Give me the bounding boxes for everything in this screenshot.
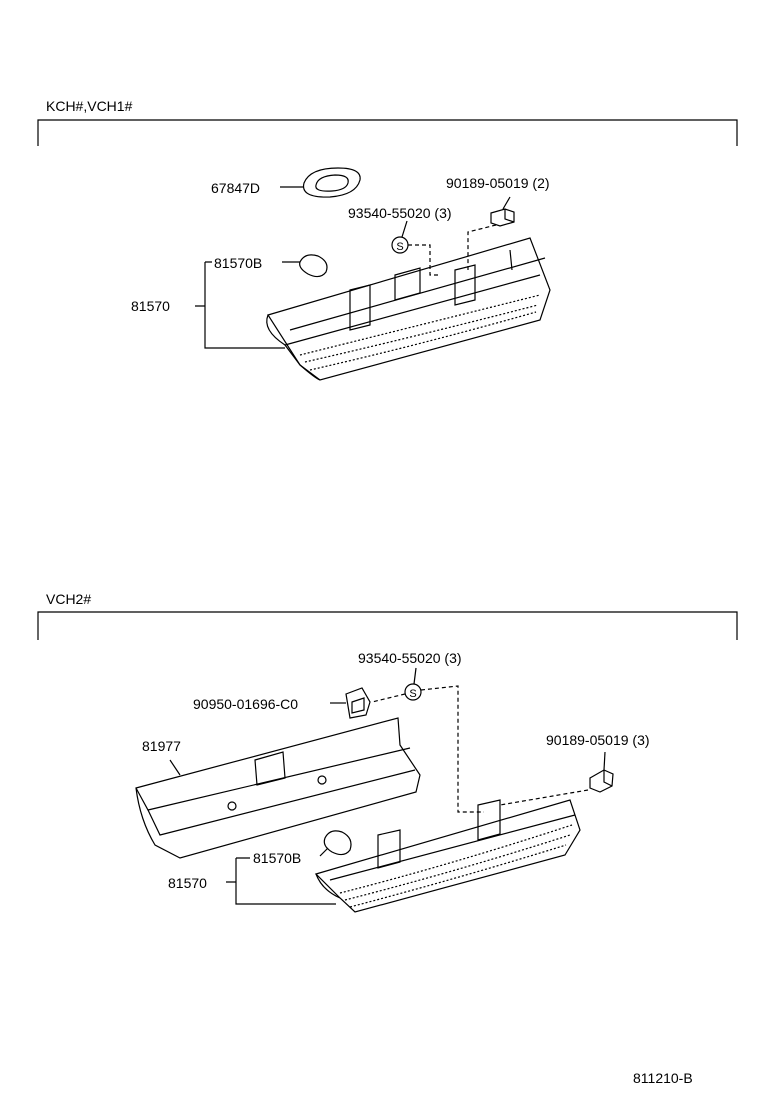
section1-frame xyxy=(37,119,738,146)
sealer-b-symbol: S xyxy=(409,688,416,700)
screw-b-part xyxy=(499,751,614,806)
lamp-a-part xyxy=(266,237,551,381)
diagram-code: 811210-B xyxy=(633,1070,693,1086)
section2-title: VCH2# xyxy=(46,591,92,607)
bulb-b-part xyxy=(319,830,352,857)
label-screw-a: 90189-05019 (2) xyxy=(446,175,550,191)
lamp-b-bracket xyxy=(226,857,336,905)
label-clip: 90950-01696-C0 xyxy=(193,696,299,712)
label-bulb-a: 81570B xyxy=(214,255,263,271)
sealer-a-symbol: S xyxy=(396,241,403,253)
label-screw-b: 90189-05019 (3) xyxy=(546,732,650,748)
lamp-a-bracket xyxy=(195,261,285,349)
label-cover: 81977 xyxy=(142,738,181,754)
bulb-a-part xyxy=(282,254,328,278)
sealer-b-part xyxy=(371,667,484,813)
label-bulb-b: 81570B xyxy=(253,850,302,866)
cover-part xyxy=(135,717,421,859)
label-grommet: 67847D xyxy=(211,180,261,196)
label-lamp-b: 81570 xyxy=(168,875,207,891)
section1-title: KCH#,VCH1# xyxy=(46,98,133,114)
clip-part xyxy=(330,687,371,719)
label-sealer-a: 93540-55020 (3) xyxy=(348,205,452,221)
label-lamp-a: 81570 xyxy=(131,298,170,314)
lamp-b-part xyxy=(314,799,581,913)
grommet-part xyxy=(280,167,361,198)
label-sealer-b: 93540-55020 (3) xyxy=(358,650,462,666)
sealer-a-part xyxy=(391,220,440,276)
section2-frame xyxy=(37,611,738,640)
screw-a-part xyxy=(467,196,515,270)
